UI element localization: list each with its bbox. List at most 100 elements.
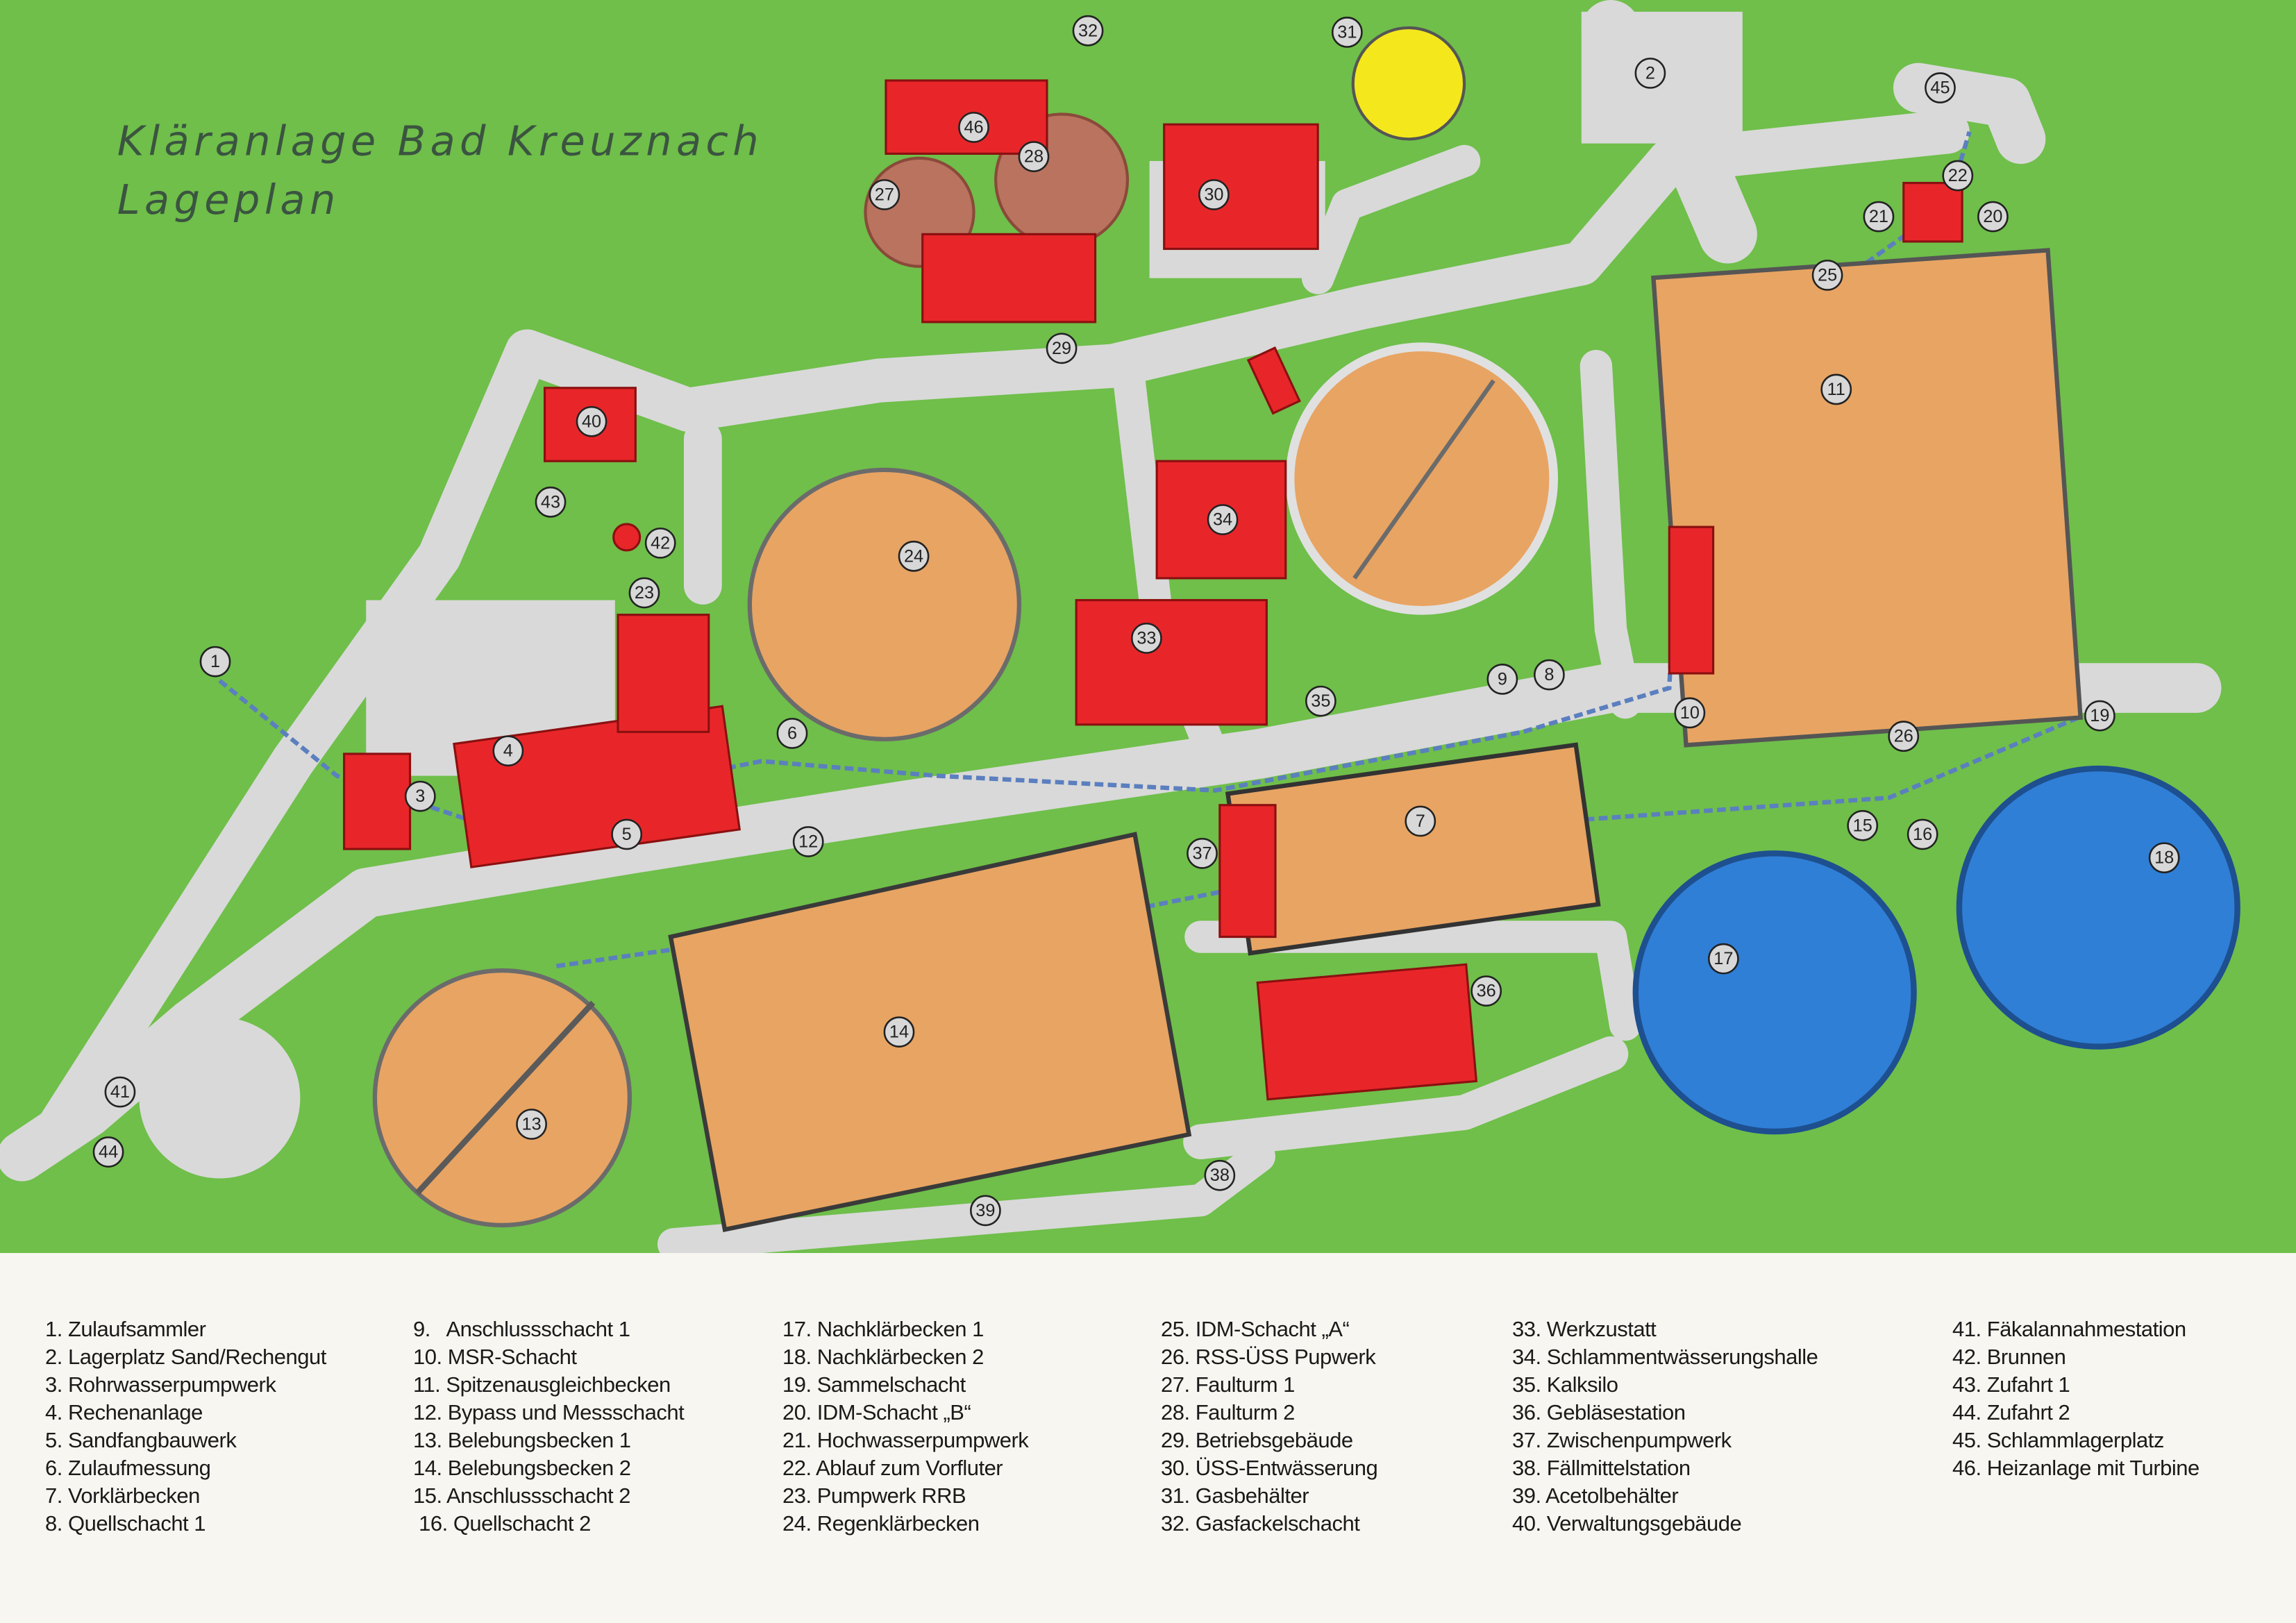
marker-28: 28 (1018, 141, 1050, 172)
legend-item: 5. Sandfangbauwerk (45, 1428, 237, 1452)
legend-item: 34. Schlammentwässerungshalle (1512, 1345, 1818, 1369)
marker-label: 41 (110, 1082, 130, 1102)
legend-item: 2. Lagerplatz Sand/Rechengut (45, 1345, 326, 1369)
marker-label: 8 (1544, 665, 1554, 684)
marker-label: 39 (975, 1201, 995, 1220)
legend-item: 12. Bypass und Messschacht (413, 1400, 685, 1424)
nachklaerbecken-18 (1956, 765, 2240, 1050)
marker-22: 22 (1942, 160, 1974, 192)
marker-38: 38 (1204, 1159, 1236, 1191)
marker-11: 11 (1820, 373, 1852, 405)
legend-item: 8. Quellschacht 1 (45, 1511, 206, 1536)
marker-circle (1018, 141, 1050, 172)
marker-circle (970, 1195, 1001, 1227)
marker-circle (1534, 659, 1565, 691)
marker-circle (1072, 15, 1104, 47)
marker-label: 5 (622, 825, 632, 844)
legend-item: 39. Acetolbehälter (1512, 1483, 1679, 1508)
marker-circle (1187, 837, 1218, 869)
marker-label: 22 (1948, 166, 1968, 185)
marker-circle (576, 405, 607, 437)
legend-item: 35. Kalksilo (1512, 1372, 1618, 1397)
marker-label: 30 (1204, 185, 1223, 204)
marker-29: 29 (1046, 333, 1078, 364)
marker-label: 45 (1930, 78, 1950, 98)
marker-25: 25 (1811, 260, 1843, 291)
marker-44: 44 (92, 1136, 124, 1168)
legend-item: 10. MSR-Schacht (413, 1345, 577, 1369)
marker-27: 27 (869, 179, 900, 210)
marker-26: 26 (1888, 721, 1920, 752)
legend-item: 13. Belebungsbecken 1 (413, 1428, 631, 1452)
marker-circle (958, 112, 989, 143)
legend-item: 20. IDM-Schacht „B“ (782, 1400, 971, 1424)
marker-16: 16 (1907, 818, 1938, 850)
spitzenausgleichbecken-11 (1651, 248, 2083, 748)
legend-item: 9. Anschlussschacht 1 (413, 1317, 630, 1341)
marker-label: 42 (651, 533, 670, 553)
legend-item: 16. Quellschacht 2 (413, 1511, 591, 1536)
marker-circle (1634, 58, 1666, 89)
marker-circle (1708, 943, 1739, 975)
marker-circle (611, 818, 643, 850)
marker-circle (898, 540, 930, 572)
marker-7: 7 (1405, 805, 1436, 837)
legend-item: 27. Faulturm 1 (1161, 1372, 1295, 1397)
legend-item: 26. RSS-ÜSS Pupwerk (1161, 1345, 1376, 1369)
marker-40: 40 (576, 405, 607, 437)
legend-item: 31. Gasbehälter (1161, 1483, 1309, 1508)
marker-9: 9 (1486, 664, 1518, 695)
marker-circle (1863, 201, 1895, 233)
marker-circle (1674, 697, 1706, 729)
marker-2: 2 (1634, 58, 1666, 89)
marker-12: 12 (792, 826, 824, 857)
marker-34: 34 (1207, 504, 1239, 535)
legend-item: 44. Zufahrt 2 (1952, 1400, 2070, 1424)
marker-label: 37 (1192, 843, 1212, 863)
marker-32: 32 (1072, 15, 1104, 47)
marker-circle (1847, 809, 1879, 841)
marker-31: 31 (1331, 17, 1363, 48)
marker-23: 23 (628, 577, 660, 609)
marker-label: 16 (1913, 825, 1932, 844)
legend-item: 23. Pumpwerk RRB (782, 1483, 966, 1508)
marker-label: 29 (1052, 339, 1071, 358)
marker-label: 2 (1645, 63, 1655, 83)
legend-item: 21. Hochwasserpumpwerk (782, 1428, 1029, 1452)
map-title-line2: Lageplan (117, 176, 340, 224)
legend-item: 1. Zulaufsammler (45, 1317, 206, 1341)
marker-circle (1305, 685, 1336, 717)
marker-label: 14 (889, 1023, 909, 1042)
marker-label: 21 (1869, 207, 1888, 226)
legend-item: 46. Heizanlage mit Turbine (1952, 1456, 2199, 1480)
legend: 1. Zulaufsammler 2. Lagerplatz Sand/Reche… (0, 1315, 2296, 1607)
gasbehaelter-31 (1351, 26, 1466, 141)
marker-label: 11 (1827, 380, 1845, 399)
marker-3: 3 (404, 780, 436, 812)
marker-label: 32 (1078, 21, 1098, 40)
marker-label: 34 (1213, 510, 1232, 530)
marker-circle (1331, 17, 1363, 48)
marker-15: 15 (1847, 809, 1879, 841)
marker-label: 24 (904, 546, 923, 566)
marker-label: 7 (1416, 812, 1425, 831)
marker-circle (1131, 623, 1162, 654)
marker-20: 20 (1977, 201, 2009, 233)
marker-circle (1811, 260, 1843, 291)
marker-8: 8 (1534, 659, 1565, 691)
marker-label: 38 (1210, 1166, 1230, 1185)
marker-41: 41 (104, 1076, 136, 1108)
marker-36: 36 (1470, 975, 1502, 1007)
marker-19: 19 (2084, 700, 2115, 732)
marker-label: 31 (1337, 22, 1357, 42)
marker-circle (869, 179, 900, 210)
marker-circle (1204, 1159, 1236, 1191)
marker-circle (104, 1076, 136, 1108)
marker-label: 40 (582, 412, 601, 431)
legend-item: 28. Faulturm 2 (1161, 1400, 1295, 1424)
